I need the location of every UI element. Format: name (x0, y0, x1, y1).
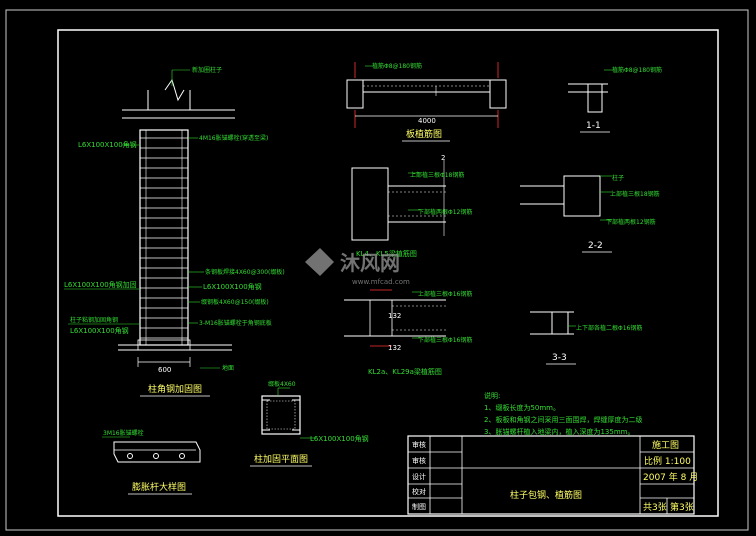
beam-bottom-note-bottom: 下部植三根Φ16钢筋 (418, 336, 472, 344)
beam-top-title: KL4、KL5梁植筋图 (356, 249, 417, 258)
tb-row-5: 制图 (412, 502, 426, 511)
beam-bottom-dim-top: 132 (388, 312, 401, 320)
beam-bottom-dim-bottom: 132 (388, 344, 401, 352)
tb-row-4: 校对 (412, 487, 426, 496)
beam-bottom-title: KL2a、KL29a梁植筋图 (368, 367, 442, 376)
bolt-detail-title: 膨胀杆大样图 (132, 481, 186, 493)
beam-top-note-top: 上部植三根Φ18钢筋 (410, 171, 464, 179)
section-plan: 缀板4X60 L6X100X100角钢 柱加固平面图 (250, 380, 369, 467)
column-elevation: 600 新加圈柱子 4M16胀锚螺栓(穿透至梁) L6X100X100角钢 条钢… (64, 66, 285, 397)
left-note-2: 柱子粘钢加固角钢 (70, 316, 118, 324)
drawing-title: 柱子包钢、植筋图 (510, 489, 582, 501)
section-3-note: 上下部各植二根Φ16钢筋 (576, 324, 642, 332)
beam-detail-bottom: 132 132 上部植三根Φ16钢筋 下部植三根Φ16钢筋 KL2a、KL29a… (344, 289, 472, 376)
foot-note: 地面 (222, 364, 234, 372)
left-note-1: L6X100X100角钢加固 (64, 280, 137, 289)
slab-detail: 植筋Φ8@180钢筋 4000 板植筋图 (346, 62, 507, 142)
title-block: 审核 审核 设计 校对 制图 柱子包钢、植筋图 施工图 比例 1:100 200… (407, 435, 698, 515)
inner-frame (57, 29, 719, 517)
column-elevation-title: 柱角钢加固图 (148, 383, 202, 395)
watermark: 沐风网 www.mfcad.com (305, 248, 410, 286)
top-note: 新加圈柱子 (192, 66, 222, 74)
section-3: 上下部各植二根Φ16钢筋 3-3 (530, 311, 642, 365)
bolt-detail: 3M16胀锚螺栓 膨胀杆大样图 (102, 429, 201, 495)
plan-note-top: 缀板4X60 (268, 380, 296, 388)
note-line-2: 2、板板和角钢之间采用三面围焊，焊缝厚度为二级 (484, 415, 642, 424)
tb-sheet-total: 共3张 (643, 502, 667, 513)
batten-note: 条钢板焊接4X60@300(缀板) (205, 268, 285, 276)
anchor-note: 4M16胀锚螺栓(穿透至梁) (199, 134, 268, 142)
section-3-title: 3-3 (552, 353, 567, 363)
section-2-title: 2-2 (588, 241, 603, 251)
angle-mid1-label: L6X100X100角钢 (203, 282, 262, 291)
batten-note-2: 缀钢板4X60@150(缀板) (201, 298, 269, 306)
notes-block: 说明: 1、缀板长度为50mm。 2、板板和角钢之间采用三面围焊，焊缝厚度为二级… (484, 391, 642, 436)
bolt-note: 3M16胀锚螺栓 (103, 429, 144, 437)
tb-date: 2007 年 8 月 (643, 471, 698, 483)
slab-detail-title: 板植筋图 (406, 128, 442, 140)
tb-row-3: 设计 (412, 472, 426, 481)
section-2-note-mid: 上部植三根18钢筋 (610, 190, 660, 198)
beam-detail-top: 2 上部植三根Φ18钢筋 下部植两根Φ12钢筋 KL4、KL5梁植筋图 (351, 154, 472, 258)
beam-top-note-bottom: 下部植两根Φ12钢筋 (418, 208, 472, 216)
left-note-3: L6X100X100角钢 (70, 326, 129, 335)
angle-top-label: L6X100X100角钢 (78, 140, 137, 149)
tb-scale: 比例 1:100 (644, 455, 691, 467)
svg-text:2: 2 (441, 154, 445, 162)
tb-row-1: 审核 (412, 440, 426, 449)
plan-note-angle: L6X100X100角钢 (310, 434, 369, 443)
section-2-note-bottom: 下部植两根12钢筋 (606, 218, 656, 226)
section-plan-title: 柱加固平面图 (254, 453, 308, 465)
slab-note: 植筋Φ8@180钢筋 (372, 62, 422, 70)
slab-dim: 4000 (418, 117, 436, 125)
base-anchor-note: 3-M16胀锚螺栓于角钢底板 (199, 319, 272, 327)
tb-row-2: 审核 (412, 456, 426, 465)
tb-stage: 施工图 (652, 439, 679, 451)
section-2: 柱子 上部植三根18钢筋 下部植两根12钢筋 2-2 (520, 174, 660, 253)
note-line-3: 3、胀锚螺杆植入地梁内，植入深度为135mm。 (484, 427, 634, 436)
watermark-brand: 沐风网 (340, 251, 400, 275)
tb-sheet-no: 第3张 (670, 501, 694, 513)
batten-plates (140, 137, 188, 339)
section-2-note-top: 柱子 (612, 174, 624, 182)
beam-bottom-note-top: 上部植三根Φ16钢筋 (418, 290, 472, 298)
note-line-1: 1、缀板长度为50mm。 (484, 403, 560, 412)
section-1: 植筋Φ8@180钢筋 1-1 (568, 66, 662, 133)
notes-heading: 说明: (484, 391, 500, 400)
section-1-title: 1-1 (586, 121, 601, 131)
section-1-note: 植筋Φ8@180钢筋 (612, 66, 662, 74)
watermark-url: www.mfcad.com (352, 278, 410, 286)
outer-frame (5, 9, 749, 531)
watermark-logo-icon (305, 248, 334, 276)
dim-bottom: 600 (158, 366, 171, 374)
